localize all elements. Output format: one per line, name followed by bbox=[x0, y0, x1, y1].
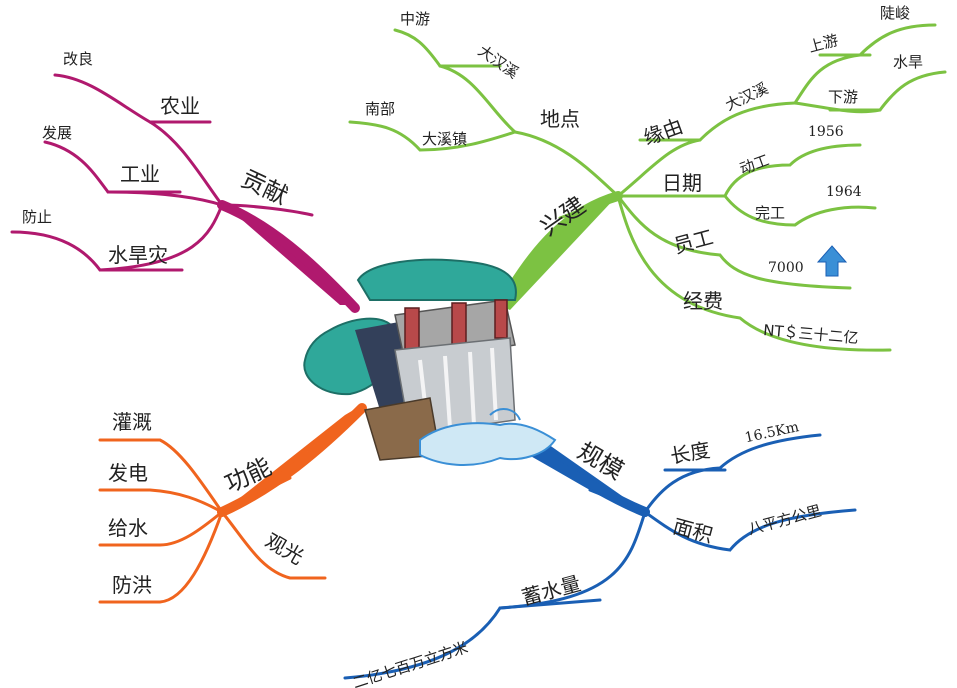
length-line bbox=[643, 433, 822, 514]
branch-contribution bbox=[10, 73, 360, 313]
area-line bbox=[643, 508, 857, 552]
branch-function bbox=[98, 403, 367, 604]
storage-value: 二亿七百万立方米 bbox=[350, 638, 470, 688]
date-start-year: 1956 bbox=[808, 124, 844, 140]
storage-line bbox=[343, 510, 647, 680]
function-item-irrigation: 灌溉 bbox=[112, 410, 152, 434]
funding-line bbox=[616, 194, 892, 352]
date-label: 日期 bbox=[662, 171, 702, 195]
funding-label: 经费 bbox=[683, 289, 723, 313]
construction-trunk bbox=[498, 195, 618, 310]
function-item-water: 给水 bbox=[108, 516, 148, 540]
flood-line bbox=[98, 510, 224, 604]
reason-upstream: 上游 bbox=[807, 31, 841, 56]
reason-label: 缘由 bbox=[640, 114, 686, 150]
branch-scale bbox=[343, 433, 857, 680]
staff-line bbox=[616, 194, 852, 290]
up-arrow-icon bbox=[816, 245, 848, 277]
staff-count: 7000 bbox=[768, 260, 804, 276]
reason-sub: 大汉溪 bbox=[722, 79, 770, 114]
function-item-flood: 防洪 bbox=[112, 573, 152, 597]
reason-line bbox=[616, 101, 797, 198]
function-trunk bbox=[222, 405, 362, 512]
date-finish: 完工 bbox=[755, 204, 785, 222]
reason-drought: 水旱 bbox=[893, 53, 923, 71]
contribution-label: 贡献 bbox=[237, 165, 292, 211]
reason-downstream: 下游 bbox=[828, 88, 858, 106]
function-item-power: 发电 bbox=[108, 461, 148, 485]
power-line bbox=[98, 488, 224, 514]
location-leaf-midstream: 中游 bbox=[400, 10, 430, 28]
location-leaf-south: 南部 bbox=[365, 100, 395, 118]
industry-leaf: 发展 bbox=[42, 124, 72, 142]
location-leaf-dahan: 大汉溪 bbox=[475, 42, 522, 83]
disaster-label: 水旱灾 bbox=[108, 243, 168, 267]
area-label: 面积 bbox=[670, 514, 715, 548]
location-leaf-daxi: 大溪镇 bbox=[422, 130, 467, 148]
water-line bbox=[98, 510, 224, 547]
tourism-line bbox=[220, 510, 327, 580]
function-item-tourism: 观光 bbox=[261, 528, 308, 569]
date-start: 动工 bbox=[737, 151, 771, 178]
location-label: 地点 bbox=[540, 107, 580, 131]
area-value: 八平方公里 bbox=[746, 502, 823, 539]
length-label: 长度 bbox=[668, 438, 712, 469]
date-finish-year: 1964 bbox=[826, 184, 862, 200]
contribution-main-line bbox=[220, 203, 314, 217]
industry-label: 工业 bbox=[120, 162, 160, 186]
dam-waterfall-icon bbox=[303, 258, 557, 467]
agriculture-leaf: 改良 bbox=[63, 50, 93, 68]
irrigation-line bbox=[98, 438, 224, 514]
location-line bbox=[513, 130, 620, 198]
funding-amount: NT＄三十二亿 bbox=[763, 321, 860, 347]
disaster-leaf: 防止 bbox=[22, 208, 52, 226]
agriculture-label: 农业 bbox=[160, 94, 200, 118]
reason-steep: 陡峻 bbox=[880, 4, 910, 22]
